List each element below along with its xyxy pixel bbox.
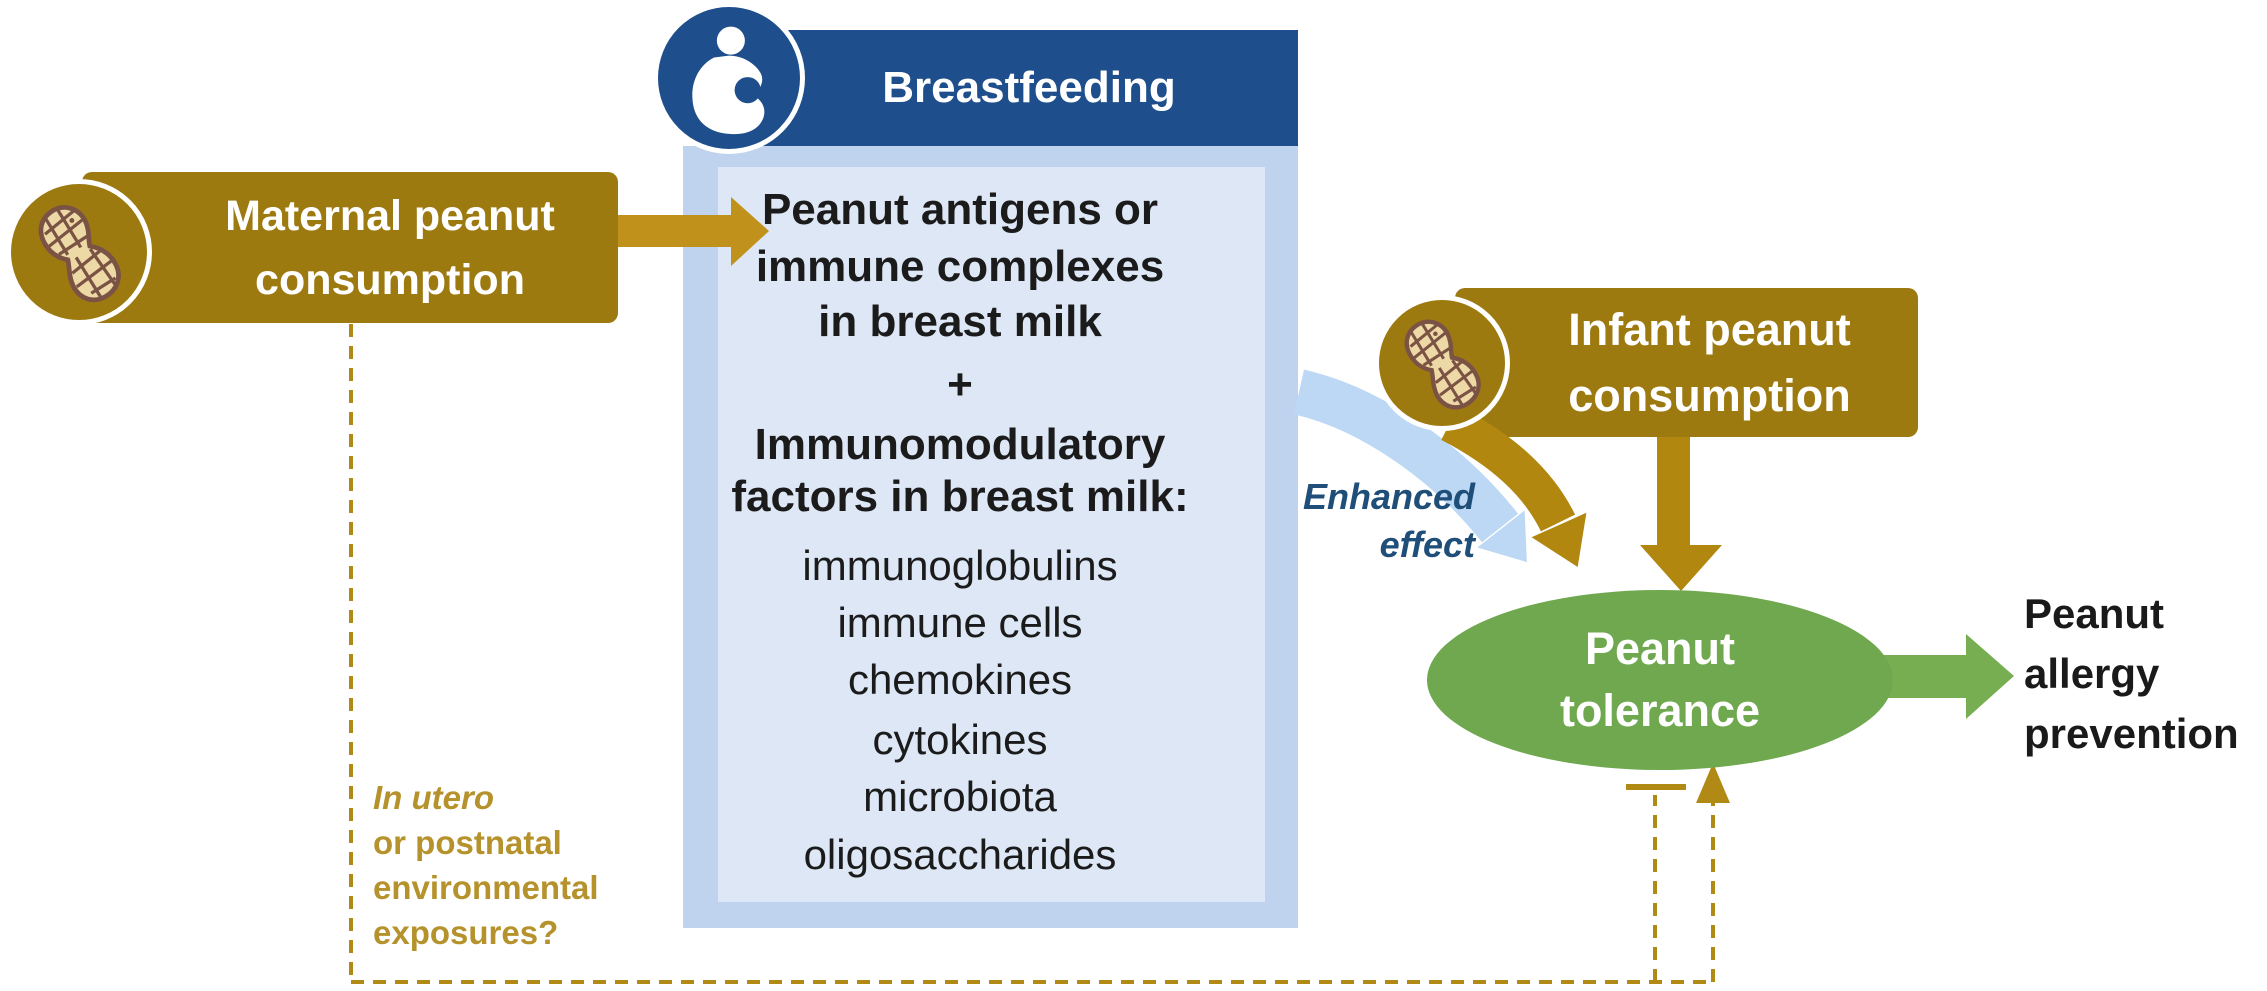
infant-to-tolerance-arrow xyxy=(1640,437,1722,591)
exposures-line-3: environmental xyxy=(373,869,599,906)
infant-peanut-consumption-node: Infant peanut consumption xyxy=(1455,288,1918,437)
antigens-line-1: Peanut antigens or xyxy=(761,185,1159,234)
prevention-line-1: Peanut xyxy=(2024,590,2165,637)
maternal-peanut-consumption-node: Maternal peanut consumption xyxy=(82,172,618,323)
factor-oligosaccharides: oligosaccharides xyxy=(803,831,1117,878)
peanut-icon xyxy=(38,205,121,303)
tolerance-line-1: Peanut xyxy=(1584,623,1736,674)
peanut-tolerance-node: Peanut tolerance xyxy=(1427,590,1893,770)
factor-immunoglobulins: immunoglobulins xyxy=(802,542,1118,589)
antigens-line-2: immune complexes xyxy=(755,242,1165,291)
factor-chemokines: chemokines xyxy=(847,656,1073,703)
factor-cytokines: cytokines xyxy=(872,716,1048,763)
dashed-promotion-arrowhead xyxy=(1696,763,1730,803)
maternal-peanut-icon-circle xyxy=(6,179,152,325)
tolerance-to-prevention-arrow xyxy=(1880,634,2014,719)
infant-label-line-2: consumption xyxy=(1568,369,1851,421)
antigens-line-3: in breast milk xyxy=(818,297,1102,346)
enhanced-effect-line-1: Enhanced xyxy=(1302,476,1475,517)
infant-peanut-icon-circle xyxy=(1374,295,1510,431)
factor-immune-cells: immune cells xyxy=(837,599,1083,646)
enhanced-effect-label: Enhanced effect xyxy=(1265,473,1475,569)
plus-sign: + xyxy=(947,360,973,409)
enhanced-effect-line-2: effect xyxy=(1379,524,1475,565)
prevention-line-3: prevention xyxy=(2024,710,2239,757)
breastfeeding-icon xyxy=(653,2,805,154)
maternal-label-line-2: consumption xyxy=(255,255,525,304)
maternal-label-line-1: Maternal peanut xyxy=(225,191,555,240)
breastmilk-panel-inner xyxy=(718,167,1265,902)
peanut-icon xyxy=(1404,319,1481,410)
tolerance-line-2: tolerance xyxy=(1559,685,1761,736)
immunomodulatory-line-1: Immunomodulatory xyxy=(754,420,1166,469)
enhanced-effect-band xyxy=(1293,369,1519,543)
exposures-label: In utero or postnatal environmental expo… xyxy=(373,775,673,955)
immunomodulatory-line-2: factors in breast milk: xyxy=(731,472,1189,521)
maternal-to-breastmilk-arrow xyxy=(618,197,769,266)
breastmilk-panel xyxy=(683,146,1298,928)
breastfeeding-mother-icon xyxy=(692,26,765,135)
prevention-line-2: allergy xyxy=(2024,650,2160,697)
exposures-line-4: exposures? xyxy=(373,914,559,951)
exposures-line-2: or postnatal xyxy=(373,824,562,861)
infant-label-line-1: Infant peanut xyxy=(1568,303,1851,355)
enhanced-effect-band-arrowhead xyxy=(1477,510,1527,563)
breastfeeding-title: Breastfeeding xyxy=(882,63,1176,112)
infant-peanut-curved-arrow xyxy=(1441,406,1576,532)
exposures-line-1: In utero xyxy=(373,779,494,816)
factor-microbiota: microbiota xyxy=(863,773,1057,820)
peanut-allergy-prevention-label: Peanut allergy prevention xyxy=(2024,584,2267,764)
infant-peanut-curved-arrowhead xyxy=(1531,512,1587,568)
breastfeeding-header: Breastfeeding xyxy=(720,30,1298,146)
